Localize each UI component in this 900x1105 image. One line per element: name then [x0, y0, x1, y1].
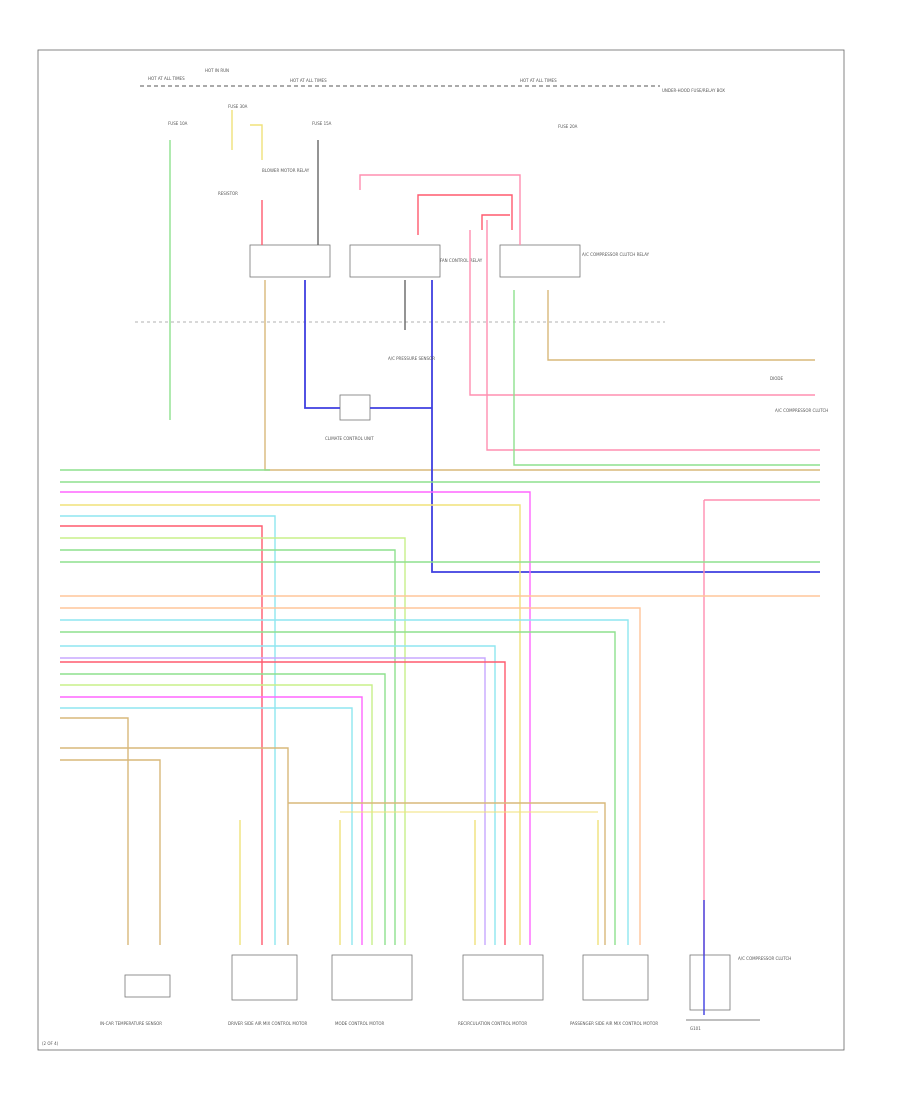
fan-relay-label: FAN CONTROL RELAY [440, 258, 483, 263]
corner-label: (2 OF 4) [42, 1041, 59, 1046]
fuse-label-b: FUSE 15A [312, 121, 332, 126]
ground-label: G101 [690, 1026, 701, 1031]
bus-label-left: HOT AT ALL TIMES [148, 76, 185, 81]
diode-label: DIODE [770, 376, 783, 381]
pressure-sensor-label: A/C PRESSURE SENSOR [388, 356, 435, 361]
ac-relay-label: A/C COMPRESSOR CLUTCH RELAY [582, 252, 650, 257]
diagram-frame [37, 49, 845, 1051]
motor-2-label: MODE CONTROL MOTOR [335, 1021, 384, 1026]
motor-1-label: DRIVER SIDE AIR MIX CONTROL MOTOR [228, 1021, 308, 1026]
motor-4-label: PASSENGER SIDE AIR MIX CONTROL MOTOR [570, 1021, 658, 1026]
fuse-label-c: FUSE 20A [558, 124, 578, 129]
blower-relay-label: BLOWER MOTOR RELAY [262, 168, 310, 173]
motor-boxes [124, 954, 649, 1001]
sensor-left-label: IN-CAR TEMPERATURE SENSOR [100, 1021, 162, 1026]
fuse-box-note: UNDER-HOOD FUSE/RELAY BOX [662, 88, 725, 93]
bus-label-right: HOT AT ALL TIMES [520, 78, 557, 83]
motor-3-label: RECIRCULATION CONTROL MOTOR [458, 1021, 527, 1026]
fuse-label-a: FUSE 10A [168, 121, 188, 126]
ac-clutch-label: A/C COMPRESSOR CLUTCH [775, 408, 828, 413]
fuse-label-d: FUSE 30A [228, 104, 248, 109]
bus-label-mid-a: HOT IN RUN [205, 68, 229, 73]
right-component-label: A/C COMPRESSOR CLUTCH [738, 956, 791, 961]
bus-label-mid-b: HOT AT ALL TIMES [290, 78, 327, 83]
climate-control-label: CLIMATE CONTROL UNIT [325, 436, 374, 441]
harness-wires [60, 469, 820, 945]
resistor-label: RESISTOR [218, 191, 238, 196]
